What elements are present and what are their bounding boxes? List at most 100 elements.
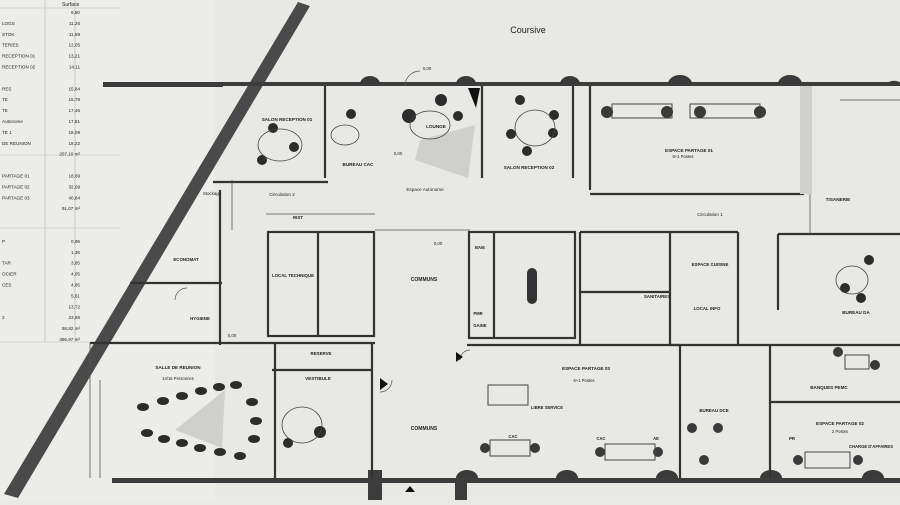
legend-row-surface: 40,84 bbox=[69, 195, 81, 200]
libre-service-label: LIBRE SERVICE bbox=[531, 405, 563, 410]
legend-row-surface: 0,96 bbox=[71, 239, 80, 244]
legend-row-surface: 18,69 bbox=[69, 174, 81, 179]
stair-markers bbox=[380, 88, 480, 492]
salle-de-reunion-sub: 14/16 Personnes bbox=[162, 376, 194, 381]
sanitaires-label: SANITAIRES bbox=[644, 294, 670, 299]
circulation-1-label: Circulation 1 bbox=[697, 212, 723, 217]
legend-row-surface: 12,05 bbox=[69, 43, 81, 48]
legend-row-surface: 58,82 m² bbox=[62, 326, 81, 331]
legend-row-surface: 4,85 bbox=[71, 283, 80, 288]
level-marker-2: 0,00 bbox=[434, 241, 443, 246]
legend-row-surface: 11,26 bbox=[69, 21, 81, 26]
local-info-label: LOCAL INFO bbox=[694, 306, 721, 311]
salon-reception-01-label: SALON RECEPTION 01 bbox=[262, 117, 313, 122]
legend-row-surface: 17,81 bbox=[69, 119, 81, 124]
level-marker-1: 0,00 bbox=[394, 151, 403, 156]
level-marker-4: 0,00 bbox=[423, 66, 432, 71]
legend-row-surface: 13,21 bbox=[69, 54, 81, 59]
bureau-da-label: BUREAU DA bbox=[842, 310, 870, 315]
stockage-label: Stockage bbox=[203, 191, 222, 196]
interior-walls bbox=[90, 86, 900, 478]
legend-row-surface: 18,22 bbox=[69, 141, 81, 146]
legend-row-name: PARTAGE 01 bbox=[2, 174, 30, 179]
legend-row-surface: 5,61 bbox=[71, 293, 80, 298]
economat-label: ECONOMAT bbox=[173, 257, 199, 262]
facade-columns bbox=[360, 75, 900, 84]
legend-row-name: LOGS bbox=[2, 21, 15, 26]
espace-partage-01-label: ESPACE PARTAGE 01 bbox=[665, 148, 713, 153]
bureau-dce-label: BUREAU DCE bbox=[699, 408, 728, 413]
shaded-areas bbox=[175, 86, 812, 448]
legend-row-surface: 23,86 bbox=[69, 315, 81, 320]
banques-pemc-label: BANQUES PEMC bbox=[810, 385, 848, 390]
legend-row-surface: 17,46 bbox=[69, 108, 81, 113]
vestibule-label: VESTIBULE bbox=[305, 376, 331, 381]
legend-row-surface: 4,05 bbox=[71, 272, 80, 277]
legend-row-name: RECEPTION 02 bbox=[2, 65, 36, 70]
reserve-label: RESERVE bbox=[311, 351, 332, 356]
level-marker-3: 0,00 bbox=[228, 333, 237, 338]
legend-row-name: P bbox=[2, 239, 5, 244]
espace-partage-01-sub: 6+1 Postes bbox=[672, 154, 693, 159]
legend-row-name: OCIER bbox=[2, 272, 17, 277]
espace-cuisine-label: ESPACE CUISINE bbox=[692, 262, 729, 267]
legend-row-name: TAR bbox=[2, 261, 12, 266]
legend-row-name: PARTAGE 03 bbox=[2, 195, 30, 200]
legend-row-name: CES bbox=[2, 283, 11, 288]
lounge-label: LOUNGE bbox=[426, 124, 446, 129]
hygiene-label: HYGIENE bbox=[190, 316, 210, 321]
legend-row-surface: 386,97 m² bbox=[59, 337, 80, 342]
espace-autonome-label: Espace Autonome bbox=[406, 187, 444, 192]
legend-row-surface: 11,58 bbox=[69, 32, 81, 37]
legend-row-surface: 1,36 bbox=[71, 250, 80, 255]
meeting-chairs bbox=[137, 381, 262, 460]
espace-partage-03-sub: 6+1 Postes bbox=[573, 378, 594, 383]
baie-label: BAIE bbox=[475, 245, 485, 250]
legend-row-name: 2 bbox=[2, 315, 5, 320]
espace-partage-02-label: ESPACE PARTAGE 02 bbox=[816, 421, 864, 426]
tisanerie-label: TISANERIE bbox=[826, 197, 851, 202]
pr-label: PR bbox=[789, 436, 796, 441]
bottom-columns bbox=[456, 470, 884, 478]
room-labels: Coursive SALON RECEPTION 01 BUREAU CAC L… bbox=[155, 25, 893, 449]
espace-partage-02-sub: 2 Postes bbox=[832, 429, 848, 434]
pmr-wc-label: PMR bbox=[473, 311, 482, 316]
communs-table bbox=[527, 268, 537, 304]
door-swings bbox=[174, 70, 471, 393]
legend-row-name: PARTAGE 02 bbox=[2, 184, 30, 189]
legend-row-surface: 9,80 bbox=[71, 10, 80, 15]
legend-row-surface: 3,85 bbox=[71, 261, 80, 266]
bureau-cac-label: BUREAU CAC bbox=[343, 162, 375, 167]
legend-row-name: STOK bbox=[2, 32, 15, 37]
legend-row-name: TE 1 bbox=[2, 130, 12, 135]
lounge-furniture bbox=[257, 109, 869, 444]
diagonal-wall bbox=[4, 2, 310, 498]
legend-row-surface: 14,11 bbox=[69, 65, 81, 70]
local-technique-label: LOCAL TECHNIQUE bbox=[272, 273, 314, 278]
legend-row-name: RECEPTION 01 bbox=[2, 54, 36, 59]
coursive-label: Coursive bbox=[510, 25, 546, 35]
circulation-2-label: Circulation 2 bbox=[269, 192, 295, 197]
communs-label-1: COMMUNS bbox=[411, 277, 438, 283]
cac-label-1: CAC bbox=[508, 434, 517, 439]
legend-header-surface: Surface bbox=[62, 2, 79, 8]
salon-reception-02-label: SALON RECEPTION 02 bbox=[504, 165, 555, 170]
legend-row-name: DE REUNION bbox=[2, 141, 31, 146]
espace-partage-03-label: ESPACE PARTAGE 03 bbox=[562, 366, 610, 371]
legend-row-surface: 207,10 m² bbox=[59, 152, 80, 157]
workstations bbox=[480, 103, 880, 469]
legend-row-name: Autonome bbox=[2, 119, 23, 124]
gaine-label: GAINE bbox=[473, 323, 486, 328]
cac-label-2: CAC bbox=[596, 436, 605, 441]
legend-row-surface: 32,09 bbox=[69, 184, 81, 189]
rist-label: RIST bbox=[293, 215, 303, 220]
ae-label: AE bbox=[653, 436, 659, 441]
charge-affaires-label: CHARGE D'AFFAIRES bbox=[849, 444, 893, 449]
legend-row-surface: 15,84 bbox=[69, 86, 81, 91]
legend-row-surface: 13,72 bbox=[69, 304, 81, 309]
legend-row-name: TE bbox=[2, 108, 8, 113]
legend-row-surface: 15,78 bbox=[69, 97, 81, 102]
